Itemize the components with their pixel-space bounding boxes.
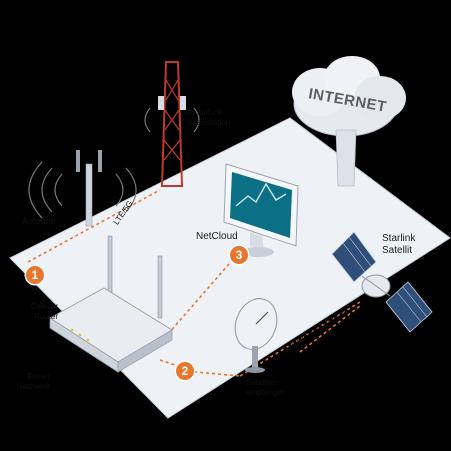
netcloud-label: NetCloud [196,231,238,242]
line-router-to-cloud [167,255,237,335]
router-label: Cellular Router [30,302,58,321]
netcloud-monitor [223,163,299,257]
badge-3: 3 [230,246,248,264]
badge-2: 2 [176,362,194,380]
line-lte-to-router [27,189,161,263]
badge-1: 1 [26,266,44,284]
satellite-label-line2: Satellit [382,245,413,256]
cellular-router [49,235,173,373]
starlink-satellite [331,231,433,333]
antenna-mast [28,150,137,227]
satellite-dish [234,298,278,373]
cell-tower [144,61,200,187]
tower-label: Mobilfunk-basisstation [188,108,231,127]
line-wired [159,359,241,377]
internet-cloud [292,56,406,187]
antenna-label: Antenne [22,216,56,226]
line-sat [299,305,361,353]
connection-lines [27,189,361,377]
satellite-label-line1: Starlink [382,233,416,244]
wired-label: Fester Netzwerk [16,372,50,391]
dish-label: Satelliten-empfänger [246,378,285,397]
